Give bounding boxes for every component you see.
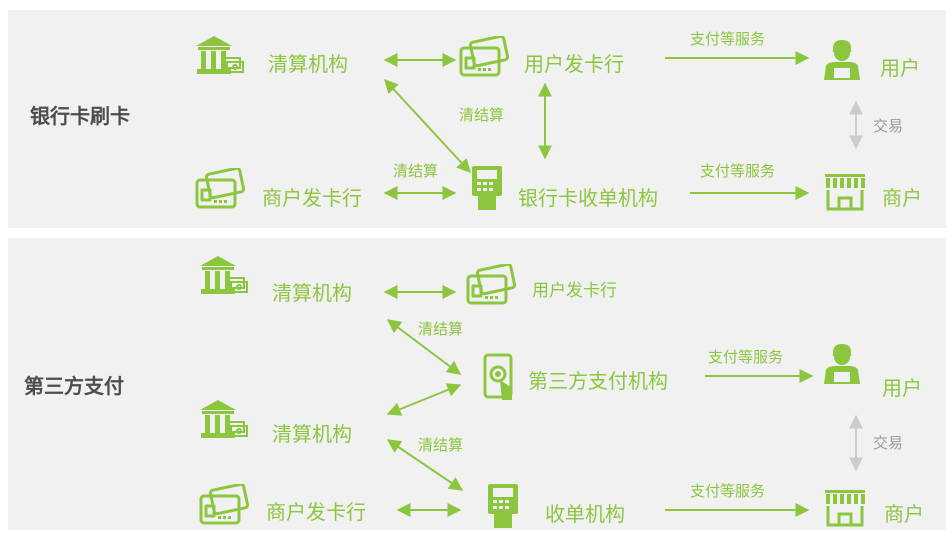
node-clearing-org-1: 清算机构 bbox=[272, 281, 352, 305]
node-user: 用户 bbox=[880, 56, 920, 80]
edge-label-service-top: 支付等服务 bbox=[690, 30, 766, 48]
card-icon bbox=[466, 264, 517, 305]
bank-icon bbox=[200, 400, 248, 438]
arrow-clearing2-third-party bbox=[386, 383, 462, 416]
node-clearing-org: 清算机构 bbox=[268, 52, 348, 76]
node-user-issuer: 用户发卡行 bbox=[524, 52, 624, 76]
node-acquirer: 银行卡收单机构 bbox=[518, 186, 658, 210]
edge-label-settle-middle: 清结算 bbox=[459, 106, 505, 124]
edge-label-settle-left: 清结算 bbox=[393, 162, 439, 180]
arrow-clearing2-acquirer bbox=[386, 439, 464, 491]
bank-icon bbox=[196, 36, 244, 74]
edge-label-trade-top: 交易 bbox=[873, 117, 904, 135]
store-icon bbox=[825, 490, 865, 527]
node-clearing-org-2: 清算机构 bbox=[272, 422, 352, 446]
arrow-clearing-acquirer bbox=[384, 78, 471, 174]
card-icon bbox=[199, 484, 250, 525]
card-icon bbox=[195, 168, 246, 209]
arrow-clearing1-third-party bbox=[386, 319, 462, 375]
card-icon bbox=[459, 36, 510, 77]
mobile-payment-icon bbox=[483, 353, 513, 400]
node-user-issuer-b: 用户发卡行 bbox=[532, 281, 617, 301]
edge-label-service-top-b: 支付等服务 bbox=[708, 348, 784, 366]
node-acquirer-b: 收单机构 bbox=[545, 502, 625, 526]
store-icon bbox=[825, 174, 865, 211]
node-merchant-issuer-b: 商户发卡行 bbox=[266, 500, 366, 524]
section-title-third-party: 第三方支付 bbox=[24, 374, 124, 398]
node-third-party: 第三方支付机构 bbox=[528, 369, 668, 393]
node-user-b: 用户 bbox=[882, 376, 922, 400]
user-icon bbox=[824, 40, 860, 80]
edge-label-settle-lower: 清结算 bbox=[418, 436, 464, 454]
node-merchant-issuer: 商户发卡行 bbox=[262, 186, 362, 210]
edge-label-trade-bottom: 交易 bbox=[873, 434, 904, 452]
node-merchant: 商户 bbox=[882, 186, 922, 210]
edge-label-service-bottom-b: 支付等服务 bbox=[690, 482, 766, 500]
node-merchant-b: 商户 bbox=[884, 502, 924, 526]
bank-icon bbox=[200, 256, 248, 294]
user-icon bbox=[824, 344, 860, 384]
edge-label-service-bottom: 支付等服务 bbox=[700, 162, 776, 180]
section-title-bank-card: 银行卡刷卡 bbox=[30, 104, 130, 128]
pos-terminal-icon bbox=[472, 166, 502, 210]
edge-label-settle-upper: 清结算 bbox=[418, 320, 464, 338]
pos-terminal-icon bbox=[488, 484, 518, 528]
